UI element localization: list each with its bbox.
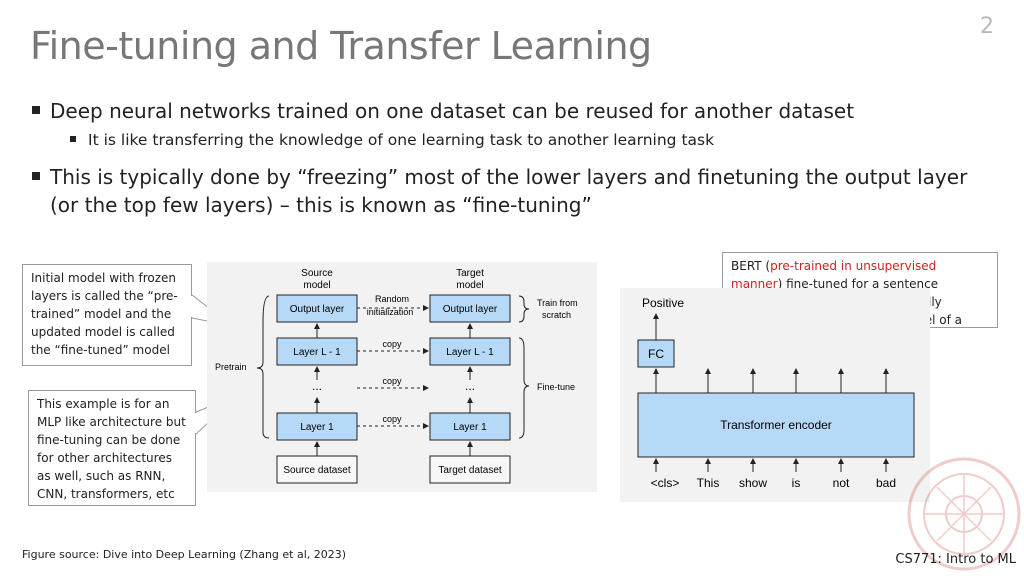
random-init-label-1: Random xyxy=(375,294,409,304)
random-init-label-2: initialization xyxy=(367,307,414,317)
target-layer-l1 xyxy=(429,337,511,366)
bullet-list: Deep neural networks trained on one data… xyxy=(32,97,992,223)
target-model-label-1: Target xyxy=(456,268,484,279)
vertical-arrows xyxy=(314,323,473,456)
target-dataset-label: Target dataset xyxy=(438,465,502,476)
sub-bullet-transfer: It is like transferring the knowledge of… xyxy=(32,129,992,151)
target-layer-l1-label: Layer L - 1 xyxy=(446,347,494,358)
slide-title: Fine-tuning and Transfer Learning xyxy=(30,24,652,68)
bert-diagram: Positive FC Transformer encoder <cls> Th… xyxy=(620,288,930,502)
train-scratch-label-1: Train from xyxy=(537,298,578,308)
institute-seal-icon xyxy=(907,457,1021,571)
target-layer-1-label: Layer 1 xyxy=(453,422,487,433)
callout-mlp-text: This example is for an MLP like architec… xyxy=(37,397,186,501)
scratch-brace xyxy=(518,295,530,323)
source-layer-l1 xyxy=(276,337,358,366)
source-dots: ... xyxy=(312,379,322,393)
source-dataset xyxy=(276,455,358,484)
transformer-encoder-label: Transformer encoder xyxy=(720,418,832,432)
slide-number: 2 xyxy=(980,14,994,39)
callout-bert-highlight: pre-trained in unsupervised manner xyxy=(731,259,937,291)
train-scratch-label-2: scratch xyxy=(542,310,571,320)
bullet-reuse: Deep neural networks trained on one data… xyxy=(32,97,992,125)
pretrain-label: Pretrain xyxy=(215,362,247,372)
token-show: show xyxy=(739,476,767,490)
source-layer-1 xyxy=(276,412,358,441)
source-dataset-label: Source dataset xyxy=(283,465,350,476)
fine-tuning-diagram-svg: Source model Target model Output layer L… xyxy=(215,268,578,484)
source-output-layer-label: Output layer xyxy=(290,304,345,315)
bert-diagram-svg: Positive FC Transformer encoder <cls> Th… xyxy=(637,296,915,490)
source-layer-l1-label: Layer L - 1 xyxy=(293,347,341,358)
copy-label-3: copy xyxy=(382,414,402,424)
callout-frozen-model: Initial model with frozen layers is call… xyxy=(22,264,192,366)
copy-label-1: copy xyxy=(382,339,402,349)
token-is: is xyxy=(792,476,801,490)
target-model-label-2: model xyxy=(456,280,483,291)
copy-label-2: copy xyxy=(382,376,402,386)
positive-label: Positive xyxy=(642,296,684,310)
finetune-label: Fine-tune xyxy=(537,382,575,392)
bert-arrows xyxy=(653,313,889,472)
target-dots: ... xyxy=(465,379,475,393)
target-dataset xyxy=(429,455,511,484)
token-this: This xyxy=(697,476,720,490)
token-not: not xyxy=(833,476,850,490)
callout-frozen-text: Initial model with frozen layers is call… xyxy=(31,271,178,357)
fine-tuning-diagram: Source model Target model Output layer L… xyxy=(207,262,597,492)
transformer-encoder xyxy=(637,392,915,458)
token-row: <cls> This show is not bad xyxy=(651,476,896,490)
target-output-layer xyxy=(429,294,511,323)
finetune-brace xyxy=(518,337,530,439)
callout-mlp-example: This example is for an MLP like architec… xyxy=(28,390,196,506)
copy-arrows xyxy=(357,305,429,429)
figure-source: Figure source: Dive into Deep Learning (… xyxy=(22,548,347,561)
callout-bert-prefix: BERT ( xyxy=(731,259,771,273)
token-bad: bad xyxy=(876,476,896,490)
source-model-label-2: model xyxy=(303,280,330,291)
target-output-layer-label: Output layer xyxy=(443,304,498,315)
source-model-label-1: Source xyxy=(301,268,333,279)
bullet-freezing: This is typically done by “freezing” mos… xyxy=(32,163,992,219)
fc-label: FC xyxy=(648,347,664,361)
token-cls: <cls> xyxy=(651,476,680,490)
target-layer-1 xyxy=(429,412,511,441)
course-name: CS771: Intro to ML xyxy=(895,552,1016,567)
fc-layer xyxy=(637,339,675,368)
source-layer-1-label: Layer 1 xyxy=(300,422,334,433)
pretrain-brace xyxy=(256,295,270,439)
